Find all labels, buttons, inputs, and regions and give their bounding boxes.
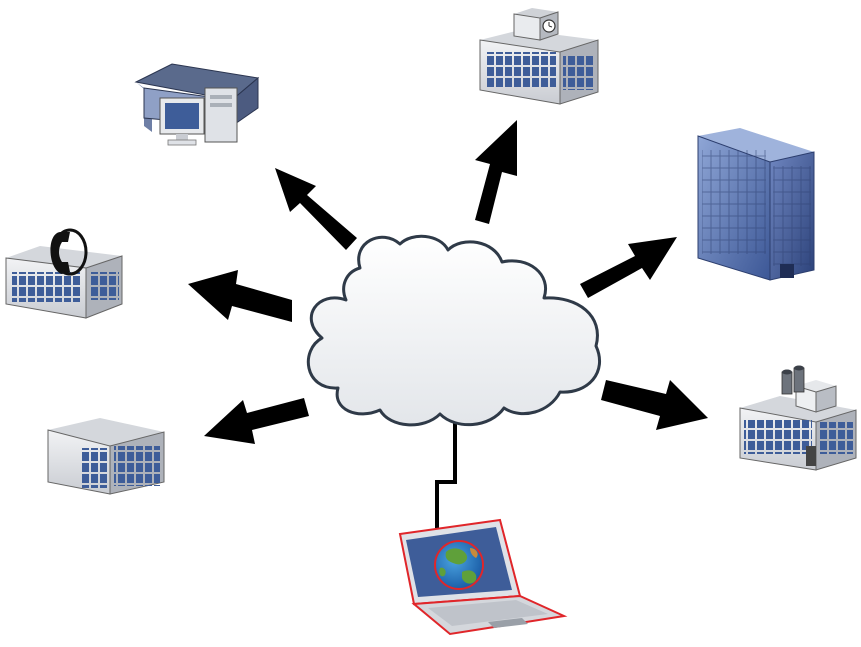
arrow-to-home-pc [275,168,357,250]
office-building-icon [47,418,165,495]
cloud-icon [306,234,602,427]
house-computer-icon [134,63,260,146]
cable-line [435,420,457,528]
arrow-to-phone-office [188,270,292,322]
telephone-icon [50,228,88,276]
telephone-office-icon [5,228,123,319]
clock-tower-building-icon [479,8,599,105]
arrow-to-skyscraper [580,237,677,298]
arrow-to-factory [601,380,708,430]
arrow-to-clock-building [475,120,517,224]
factory-building-icon [739,365,857,471]
arrow-to-office-left [204,398,309,444]
laptop-globe-icon [398,518,568,636]
skyscraper-icon [697,128,815,281]
globe-icon [434,540,484,590]
